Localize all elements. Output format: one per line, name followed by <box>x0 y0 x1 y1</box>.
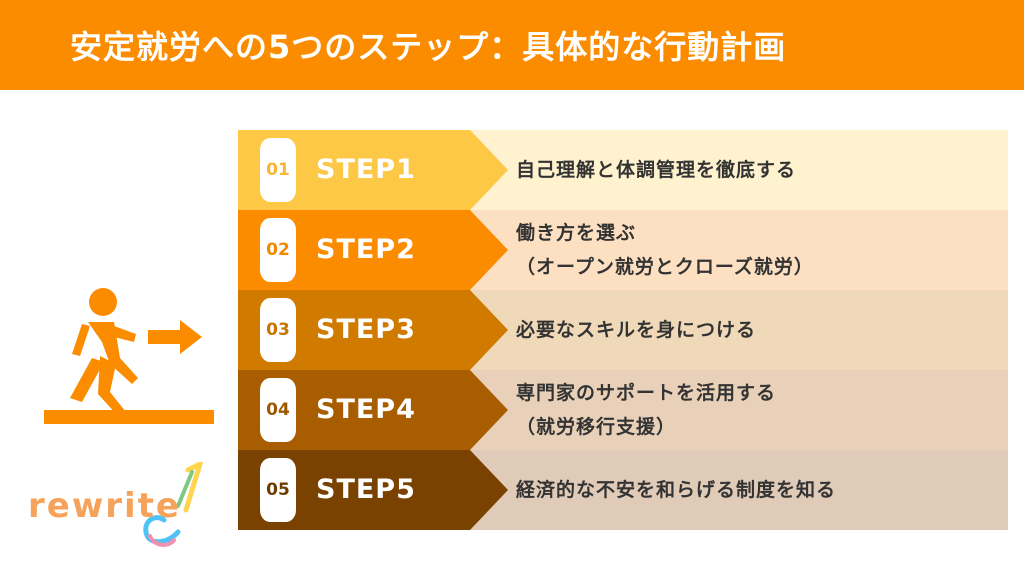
running-person-exit-icon <box>44 288 214 424</box>
step-description-line: （オープン就労とクローズ就労） <box>516 256 814 278</box>
step-description: 必要なスキルを身につける <box>516 290 996 370</box>
step-number: 05 <box>260 458 296 522</box>
step-number: 04 <box>260 378 296 442</box>
step-label: STEP4 <box>316 394 416 425</box>
step-number: 02 <box>260 218 296 282</box>
step-label: STEP5 <box>316 474 416 505</box>
step-description: 経済的な不安を和らげる制度を知る <box>516 450 996 530</box>
step-description-line: 必要なスキルを身につける <box>516 319 757 341</box>
step-row-1: 01 STEP1 自己理解と体調管理を徹底する <box>238 130 1008 210</box>
step-number: 03 <box>260 298 296 362</box>
title-banner: 安定就労への5つのステップ：具体的な行動計画 <box>0 0 1024 90</box>
step-row-2: 02 STEP2 働き方を選ぶ （オープン就労とクローズ就労） <box>238 210 1008 290</box>
step-description-line: 経済的な不安を和らげる制度を知る <box>516 479 837 501</box>
step-label: STEP3 <box>316 314 416 345</box>
page-title: 安定就労への5つのステップ：具体的な行動計画 <box>70 28 787 66</box>
step-row-5: 05 STEP5 経済的な不安を和らげる制度を知る <box>238 450 1008 530</box>
step-description-line: （就労移行支援） <box>516 416 677 438</box>
rewrite-logo: rewrite <box>28 462 228 552</box>
step-label: STEP1 <box>316 154 416 185</box>
steps-list: 01 STEP1 自己理解と体調管理を徹底する 02 STEP2 働き方を選ぶ … <box>238 130 1008 530</box>
step-description-line: 自己理解と体調管理を徹底する <box>516 159 797 181</box>
step-description-line: 働き方を選ぶ <box>516 222 637 244</box>
step-row-4: 04 STEP4 専門家のサポートを活用する （就労移行支援） <box>238 370 1008 450</box>
step-label: STEP2 <box>316 234 416 265</box>
step-description: 働き方を選ぶ （オープン就労とクローズ就労） <box>516 210 996 290</box>
step-description-line: 専門家のサポートを活用する <box>516 382 777 404</box>
logo-text: rewrite <box>28 486 181 526</box>
step-description: 専門家のサポートを活用する （就労移行支援） <box>516 370 996 450</box>
step-row-3: 03 STEP3 必要なスキルを身につける <box>238 290 1008 370</box>
step-number: 01 <box>260 138 296 202</box>
step-description: 自己理解と体調管理を徹底する <box>516 130 996 210</box>
